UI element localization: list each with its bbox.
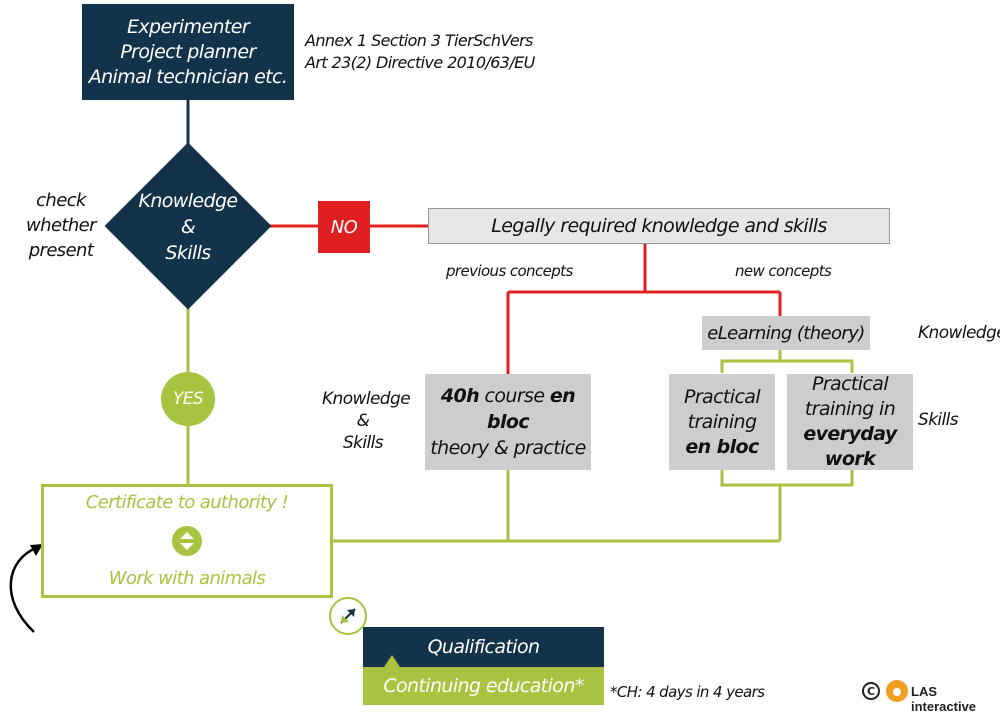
diagonal-arrows-icon xyxy=(329,597,367,635)
flame-svg xyxy=(893,688,901,696)
practical-bloc-line-1: Practical xyxy=(683,385,761,408)
footnote: *CH: 4 days in 4 years xyxy=(610,683,765,701)
legal-ref-1: Annex 1 Section 3 TierSchVers xyxy=(305,31,533,50)
skills-side-label: Skills xyxy=(918,410,959,430)
line-practical-bracket xyxy=(720,470,854,487)
practical-bloc-box: Practical training en bloc xyxy=(669,374,775,470)
ks-line-3: Skills xyxy=(342,433,384,453)
check-line-1: check xyxy=(36,190,86,211)
diamond-label: Knowledge & Skills xyxy=(128,183,248,271)
yes-circle: YES xyxy=(161,372,215,426)
diamond-line-3: Skills xyxy=(165,242,211,264)
practical-everyday-line-1: Practical xyxy=(811,373,889,395)
check-line-2: whether xyxy=(26,215,97,236)
line-elearning-bracket xyxy=(720,359,854,373)
course-hours: 40h xyxy=(440,385,480,407)
role-line-1: Experimenter xyxy=(126,15,250,38)
ks-line-2: & xyxy=(356,411,370,431)
logo-text: LAS interactive xyxy=(911,684,977,714)
work-animals-label: Work with animals xyxy=(108,568,266,589)
loop-arrowhead-icon xyxy=(30,544,43,556)
course-box: 40h course en bloc theory & practice xyxy=(425,374,591,470)
role-line-2: Project planner xyxy=(120,40,256,63)
continuing-education-box: Continuing education* xyxy=(363,667,604,705)
course-line-2: theory & practice xyxy=(430,437,586,459)
new-concepts-label: new concepts xyxy=(735,262,832,280)
diamond-line-2: & xyxy=(180,216,196,238)
swap-arrows-icon xyxy=(172,526,202,556)
course-en-bloc: en bloc xyxy=(486,385,576,433)
role-line-3: Animal technician etc. xyxy=(88,65,288,88)
copyright-icon: C xyxy=(862,682,880,700)
ks-line-1: Knowledge xyxy=(322,389,411,409)
knowledge-side-label: Knowledge xyxy=(918,323,1000,343)
qualification-notch-left xyxy=(384,655,400,667)
check-line-3: present xyxy=(28,240,94,261)
certificate-label: Certificate to authority ! xyxy=(85,492,289,513)
diamond-line-1: Knowledge xyxy=(138,190,238,212)
elearning-box: eLearning (theory) xyxy=(702,316,870,350)
qualification-box: Qualification xyxy=(363,627,604,667)
check-label: check whether present xyxy=(22,188,100,263)
practical-everyday-line-2: training in xyxy=(804,398,896,420)
legal-ref-2: Art 23(2) Directive 2010/63/EU xyxy=(305,53,535,72)
knowledge-skills-label: Knowledge & Skills xyxy=(322,388,411,454)
loop-arrow-icon xyxy=(9,545,39,633)
practical-everyday-line-3: everyday work xyxy=(803,423,897,470)
role-box: Experimenter Project planner Animal tech… xyxy=(82,4,294,100)
practical-everyday-box: Practical training in everyday work xyxy=(787,373,913,470)
diagonal-arrows-svg xyxy=(340,608,356,624)
no-box: NO xyxy=(318,201,370,253)
swap-arrows-svg xyxy=(180,532,194,550)
course-word: course xyxy=(479,385,550,407)
legal-references: Annex 1 Section 3 TierSchVers Art 23(2) … xyxy=(305,30,535,74)
course-line-1: 40h course en bloc xyxy=(425,383,591,435)
legal-requirements-box: Legally required knowledge and skills xyxy=(428,208,890,244)
practical-bloc-line-2: training xyxy=(687,410,757,433)
practical-bloc-line-3: en bloc xyxy=(685,435,759,458)
las-logo-icon xyxy=(886,680,908,702)
previous-concepts-label: previous concepts xyxy=(446,262,573,280)
